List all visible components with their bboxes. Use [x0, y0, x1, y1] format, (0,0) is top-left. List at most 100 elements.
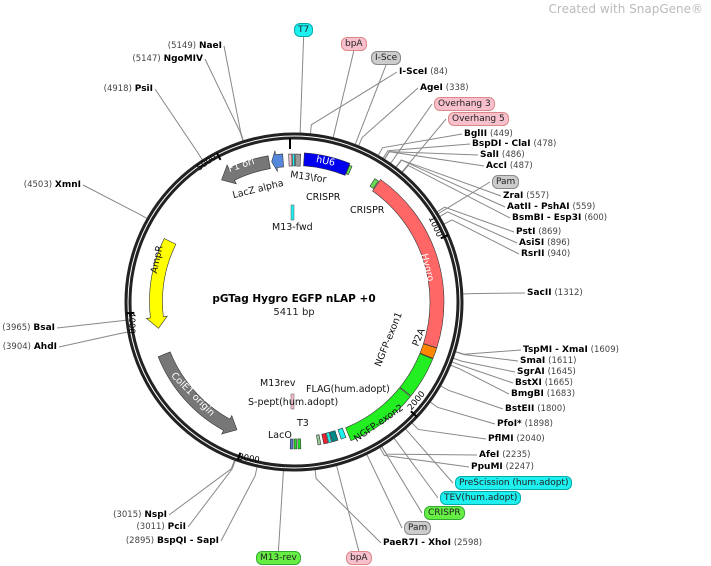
- enzyme-position: (486): [501, 150, 525, 160]
- hygro-feature[interactable]: [372, 179, 445, 349]
- tick-4000: 4000: [125, 312, 136, 334]
- enzyme-label[interactable]: TspMI - XmaI (1609): [523, 345, 619, 355]
- enzyme-name: AhdI: [33, 342, 57, 352]
- feature-pill-i-sce[interactable]: I-Sce: [371, 51, 402, 65]
- feature-label-crispr-1: CRISPR: [306, 192, 341, 203]
- enzyme-label[interactable]: (3011) PciI: [136, 522, 186, 532]
- enzyme-position: (1683): [546, 389, 576, 399]
- feature-pill-prescission[interactable]: PreScission (hum.adopt): [455, 476, 573, 490]
- enzyme-label[interactable]: BstXI (1665): [515, 378, 573, 388]
- enzyme-name: AatII - PshAI: [507, 202, 570, 212]
- enzyme-label[interactable]: (3965) BsaI: [2, 323, 55, 333]
- bpa-site[interactable]: [295, 153, 302, 167]
- enzyme-label[interactable]: SmaI (1611): [520, 356, 576, 366]
- prescission-site[interactable]: [337, 427, 347, 440]
- enzyme-label[interactable]: ZraI (557): [503, 191, 549, 201]
- tev-site[interactable]: [329, 430, 339, 443]
- enzyme-label[interactable]: BmgBI (1683): [511, 389, 575, 399]
- enzyme-label[interactable]: (4918) PsiI: [104, 84, 153, 94]
- enzyme-position: (1312): [554, 288, 583, 298]
- p2a-feature[interactable]: [419, 343, 438, 359]
- enzyme-label[interactable]: AgeI (338): [420, 83, 469, 93]
- feature-pill-pam-2[interactable]: Pam: [404, 521, 432, 535]
- enzyme-name: XmnI: [54, 180, 81, 190]
- flag-site[interactable]: [321, 432, 329, 445]
- enzyme-name: SacII: [527, 288, 552, 298]
- enzyme-name: PpuMI: [471, 462, 503, 472]
- t3-promoter[interactable]: [297, 438, 302, 450]
- enzyme-label[interactable]: (2895) BspQI - SapI: [126, 536, 219, 546]
- enzyme-label[interactable]: I-SceI (84): [399, 67, 448, 77]
- enzyme-position: (557): [526, 191, 550, 201]
- laco-site[interactable]: [293, 438, 297, 450]
- enzyme-label[interactable]: (5149) NaeI: [168, 41, 222, 51]
- leader-line: [168, 460, 236, 516]
- enzyme-label[interactable]: PpuMI (2247): [471, 462, 534, 472]
- enzyme-label[interactable]: PfoI* (1898): [497, 419, 553, 429]
- enzyme-label[interactable]: BglII (449): [464, 129, 513, 139]
- leader-line: [401, 118, 447, 173]
- enzyme-label[interactable]: (3015) NspI: [113, 510, 167, 520]
- crispr-site-2[interactable]: [369, 178, 379, 189]
- feature-pill-tev[interactable]: TEV(hum.adopt): [440, 491, 522, 505]
- spept-site[interactable]: [326, 432, 332, 444]
- ngfp-exon2-feature[interactable]: [345, 387, 411, 442]
- enzyme-name: PciI: [167, 522, 186, 532]
- leader-line: [440, 385, 504, 410]
- leader-line: [455, 349, 522, 355]
- enzyme-label[interactable]: (5147) NgoMIV: [132, 54, 203, 64]
- enzyme-position: (3011): [136, 522, 165, 532]
- enzyme-label[interactable]: AatII - PshAI (559): [507, 202, 595, 212]
- lacz-site[interactable]: [289, 438, 294, 450]
- enzyme-label[interactable]: PflMI (2040): [488, 434, 545, 444]
- feature-pill-bpa[interactable]: bpA: [341, 37, 367, 51]
- enzyme-position: (2247): [505, 462, 534, 472]
- enzyme-position: (1898): [524, 419, 553, 429]
- m13-fwd-primer[interactable]: [290, 204, 295, 221]
- enzyme-label[interactable]: AccI (487): [486, 161, 533, 171]
- ampr-feature[interactable]: [145, 238, 177, 329]
- ngfp-exon1-feature[interactable]: [399, 353, 434, 397]
- cole1-origin-feature[interactable]: [157, 351, 238, 435]
- enzyme-position: (559): [572, 202, 596, 212]
- m13-fwd-site-1[interactable]: [288, 153, 293, 167]
- enzyme-label[interactable]: (4503) XmnI: [24, 180, 81, 190]
- feature-pill-overhang-5[interactable]: Overhang 5: [448, 112, 509, 126]
- enzyme-label[interactable]: SalI (486): [480, 150, 525, 160]
- enzyme-label[interactable]: BstEII (1800): [505, 404, 566, 414]
- m13rev-primer[interactable]: [290, 393, 295, 410]
- enzyme-name: PflMI: [488, 434, 514, 444]
- enzyme-label[interactable]: SgrAI (1645): [517, 367, 576, 377]
- enzyme-name: AsiSI: [519, 238, 545, 248]
- m13-fwd-site-2[interactable]: [292, 153, 295, 167]
- crispr-site-1[interactable]: [345, 164, 353, 176]
- enzyme-label[interactable]: BsmBI - Esp3I (600): [512, 213, 607, 223]
- feature-pill-m13-rev[interactable]: M13-rev: [256, 551, 301, 565]
- enzyme-label[interactable]: BspDI - ClaI (478): [472, 139, 556, 149]
- feature-pill-overhang-3[interactable]: Overhang 3: [434, 97, 495, 111]
- crispr-site-3[interactable]: [316, 434, 322, 446]
- feature-pill-pam[interactable]: Pam: [492, 175, 520, 189]
- feature-pill-bpa-2[interactable]: bpA: [346, 551, 372, 565]
- feature-pill-t7[interactable]: T7: [294, 23, 314, 37]
- enzyme-label[interactable]: AsiSI (896): [519, 238, 570, 248]
- lacz-alpha-feature[interactable]: [271, 150, 284, 172]
- f1-ori-feature[interactable]: [221, 155, 271, 185]
- enzyme-name: TspMI - XmaI: [523, 345, 588, 355]
- feature-pill-crispr[interactable]: CRISPR: [424, 506, 465, 520]
- enzyme-label[interactable]: PstI (869): [516, 227, 561, 237]
- enzyme-label[interactable]: AfeI (2235): [479, 450, 530, 460]
- hu6-feature[interactable]: [303, 152, 351, 176]
- enzyme-position: (84): [430, 67, 448, 77]
- leader-line: [309, 71, 398, 134]
- enzyme-label[interactable]: (3904) AhdI: [3, 342, 57, 352]
- tick-mark: [410, 410, 418, 418]
- leader-line: [411, 422, 487, 440]
- enzyme-label[interactable]: SacII (1312): [527, 288, 583, 298]
- enzyme-name: BspDI - ClaI: [472, 139, 531, 149]
- leader-line: [451, 361, 514, 384]
- enzyme-label[interactable]: PaeR7I - XhoI (2598): [383, 538, 482, 548]
- enzyme-label[interactable]: RsrII (940): [521, 249, 570, 259]
- leader-line: [390, 103, 433, 164]
